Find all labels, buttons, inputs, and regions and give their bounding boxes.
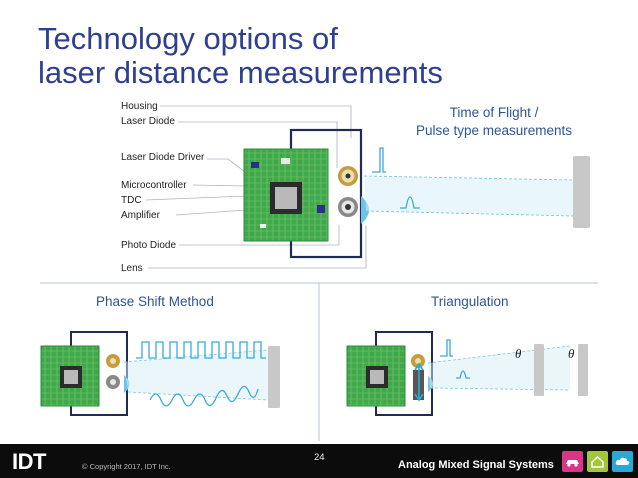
tri-beam xyxy=(428,346,570,390)
label-microcontroller: Microcontroller xyxy=(121,180,187,191)
cloud-icon xyxy=(612,451,633,472)
phase-emitted-square-wave xyxy=(136,341,266,359)
theta-label-2: θ xyxy=(568,346,575,361)
phase-target xyxy=(268,346,280,408)
idt-logo: IDT xyxy=(12,449,46,474)
title-line-1: Technology options of xyxy=(38,21,338,56)
tof-beam xyxy=(364,176,573,216)
label-photo-diode: Photo Diode xyxy=(121,240,177,251)
tof-returned-pulse xyxy=(400,196,420,209)
page-title: Technology options of laser distance mea… xyxy=(38,22,443,90)
tri-emitted-pulse xyxy=(440,339,453,357)
label-housing: Housing xyxy=(121,101,158,112)
page-number: 24 xyxy=(314,452,325,463)
phase-laser-diode-icon xyxy=(106,354,120,368)
tri-target-near xyxy=(534,344,544,396)
brand-text: Analog Mixed Signal Systems xyxy=(398,459,554,471)
label-lens: Lens xyxy=(121,263,143,274)
smart-home-icon xyxy=(587,451,608,472)
tof-target xyxy=(573,156,590,228)
main-sensor-assembly xyxy=(243,128,590,259)
phase-beam xyxy=(124,350,268,400)
main-pcb xyxy=(243,148,329,242)
laser-diode-icon xyxy=(338,166,358,186)
tri-laser-diode-icon xyxy=(411,354,425,368)
tri-returned-pulse xyxy=(456,370,470,379)
label-laser-diode: Laser Diode xyxy=(121,116,175,127)
triangulation-label: Triangulation xyxy=(431,294,509,309)
copyright-text: © Copyright 2017, IDT Inc. xyxy=(82,462,171,471)
photo-diode-icon xyxy=(338,197,358,217)
tri-arrow-icon xyxy=(414,362,424,402)
title-line-2: laser distance measurements xyxy=(38,55,443,90)
phase-shift-assembly xyxy=(40,331,280,416)
footer-bar xyxy=(0,444,638,478)
phase-shift-label: Phase Shift Method xyxy=(96,294,214,309)
label-leader-lines xyxy=(145,105,367,269)
tri-target-far xyxy=(578,344,588,396)
phase-returned-sine-wave xyxy=(149,385,259,407)
label-amplifier: Amplifier xyxy=(121,210,160,221)
label-tdc: TDC xyxy=(121,195,142,206)
triangulation-assembly: θ θ xyxy=(346,331,588,416)
tof-label-line-2: Pulse type measurements xyxy=(415,123,573,138)
tof-emitted-pulse xyxy=(372,147,386,173)
label-laser-diode-driver: Laser Diode Driver xyxy=(121,152,205,163)
tof-label-line-1: Time of Flight / xyxy=(449,105,539,120)
theta-label-1: θ xyxy=(515,346,522,361)
car-icon xyxy=(562,451,583,472)
phase-photo-diode-icon xyxy=(106,375,120,389)
